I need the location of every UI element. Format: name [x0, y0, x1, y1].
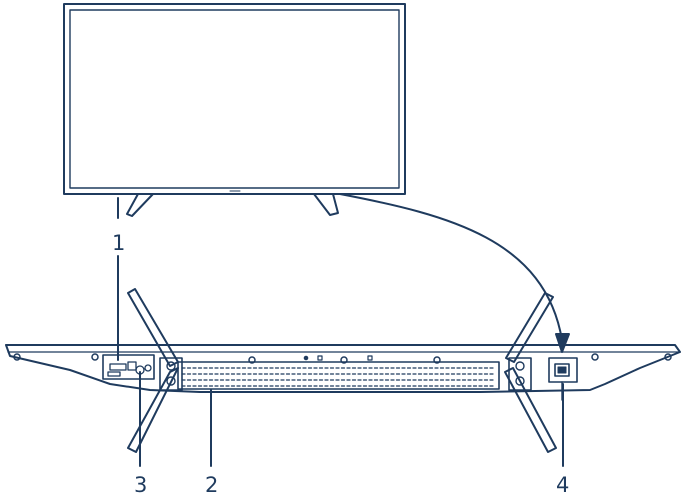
left-stand-arm-lower	[127, 367, 179, 453]
power-socket	[554, 363, 570, 377]
left-stand	[127, 288, 183, 453]
power-socket-inner	[557, 366, 567, 374]
tv-underside-view	[5, 255, 681, 467]
connector-panel	[102, 354, 155, 380]
left-stand-bracket	[159, 357, 183, 391]
connection-curve-arrow	[339, 193, 563, 341]
tv-screen	[69, 9, 400, 189]
right-stand	[504, 292, 557, 453]
callout-label-1: 1	[112, 231, 125, 255]
grill-marker	[317, 355, 323, 361]
tv-outer-frame	[63, 3, 406, 195]
grill-marker	[367, 355, 373, 361]
tv-left-foot	[126, 193, 154, 217]
ventilation-slots	[181, 367, 496, 387]
power-socket-panel	[548, 357, 578, 383]
callout-label-3: 3	[134, 473, 147, 497]
grill-dot	[303, 355, 309, 361]
underside-body	[5, 344, 681, 393]
right-stand-bracket	[508, 357, 532, 391]
right-stand-arm-lower	[504, 367, 557, 453]
tv-right-foot	[313, 193, 339, 216]
right-stand-arm-upper	[505, 292, 554, 363]
callout-label-4: 4	[556, 473, 569, 497]
tv-front-view	[63, 3, 406, 219]
underside-screws	[13, 353, 672, 364]
callout-label-2: 2	[205, 473, 218, 497]
ventilation-grill	[177, 361, 500, 390]
connector-ports	[107, 361, 152, 377]
arrowhead	[555, 333, 570, 353]
left-stand-arm-upper	[127, 288, 179, 367]
